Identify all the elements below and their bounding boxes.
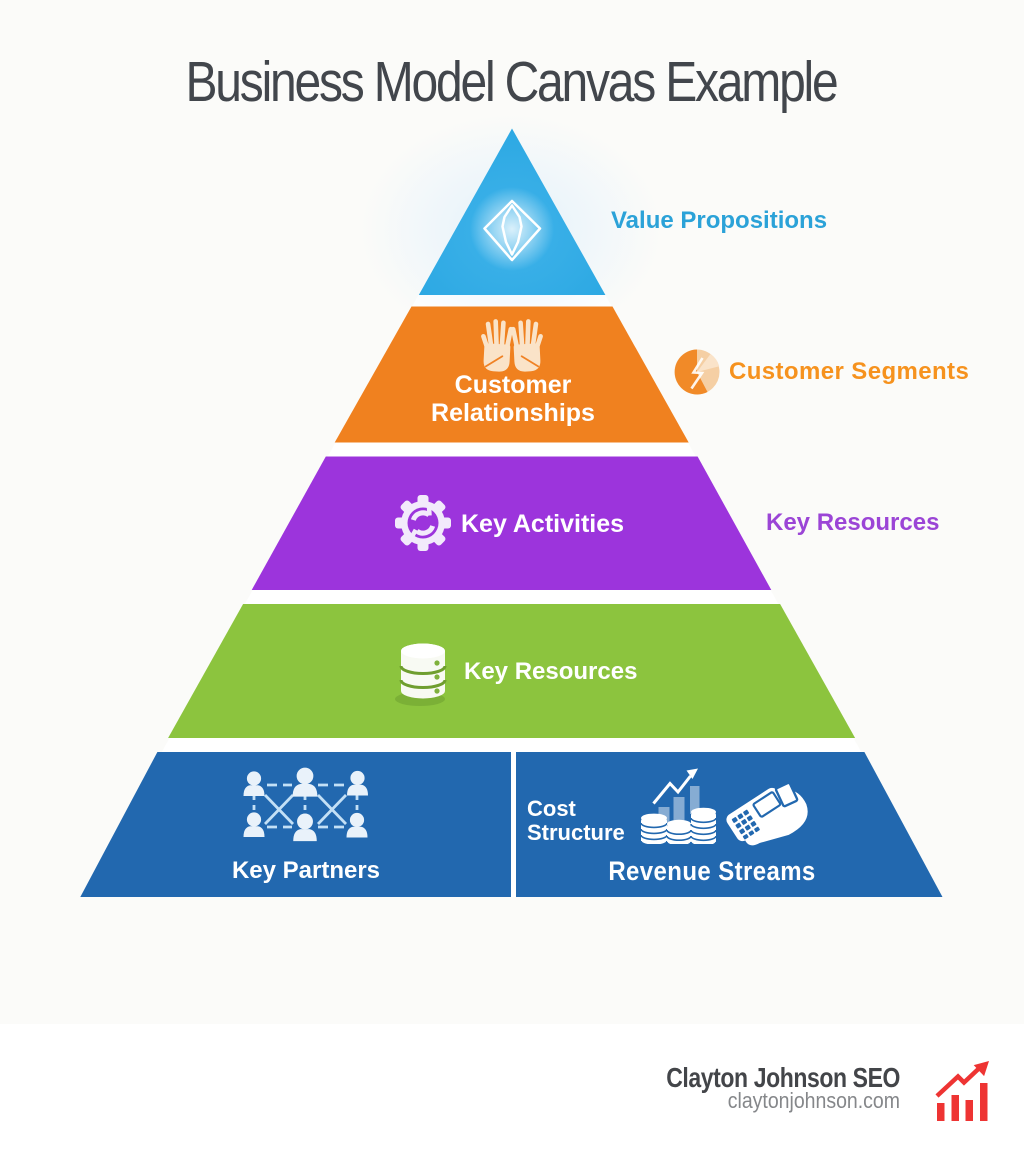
svg-text:Relationships: Relationships [431, 399, 595, 427]
svg-text:Cost: Cost [527, 796, 577, 821]
svg-text:Clayton Johnson SEO: Clayton Johnson SEO [666, 1063, 900, 1093]
svg-text:Key Resources: Key Resources [766, 509, 939, 536]
svg-text:Structure: Structure [527, 820, 625, 845]
svg-text:Key Activities: Key Activities [461, 510, 624, 538]
svg-text:Key Resources: Key Resources [464, 658, 637, 685]
svg-text:Business Model Canvas Example: Business Model Canvas Example [185, 50, 836, 114]
svg-text:Revenue Streams: Revenue Streams [608, 857, 815, 886]
svg-text:Key Partners: Key Partners [232, 857, 380, 884]
svg-text:Customer Segments: Customer Segments [729, 358, 969, 385]
svg-text:claytonjohnson.com: claytonjohnson.com [728, 1089, 900, 1113]
svg-text:Value Propositions: Value Propositions [611, 207, 827, 234]
svg-text:Customer: Customer [455, 371, 572, 399]
